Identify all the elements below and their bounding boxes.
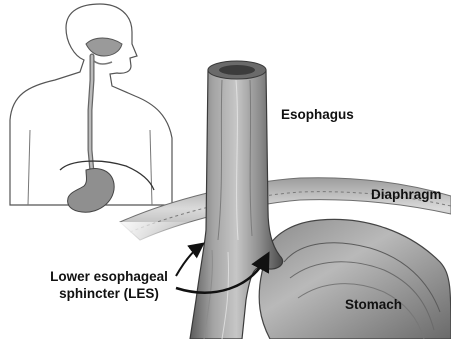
stomach-label: Stomach xyxy=(345,296,402,313)
les-label: Lower esophageal sphincter (LES) xyxy=(40,268,178,302)
diaphragm-label: Diaphragm xyxy=(371,186,442,203)
esophagus-label: Esophagus xyxy=(281,106,354,123)
stomach xyxy=(259,219,451,339)
les-label-line1: Lower esophageal xyxy=(40,268,178,285)
les-label-line2: sphincter (LES) xyxy=(40,285,178,302)
